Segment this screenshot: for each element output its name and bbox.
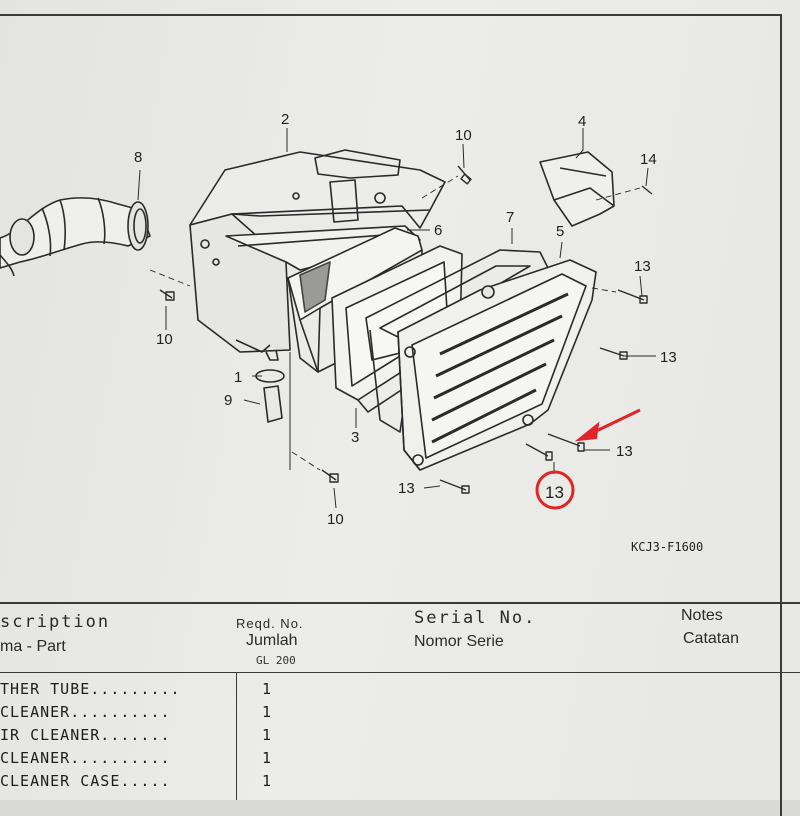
callout-number: 7 bbox=[506, 209, 515, 226]
air-cleaner-cover-part bbox=[397, 259, 597, 471]
air-cleaner-case-part bbox=[189, 149, 446, 361]
table-row-description: CLEANER.......... bbox=[0, 703, 171, 721]
header-model: GL 200 bbox=[256, 654, 296, 667]
callout-number: 9 bbox=[224, 392, 233, 409]
callout-number: 14 bbox=[640, 151, 657, 168]
table-column-divider bbox=[236, 672, 237, 800]
leader-lines bbox=[137, 128, 656, 509]
table-row-qty: 1 bbox=[262, 726, 272, 744]
header-reqd-sub: Jumlah bbox=[246, 632, 298, 649]
header-description-sub: ma - Part bbox=[0, 638, 66, 655]
table-row-qty: 1 bbox=[262, 680, 272, 698]
callout-number: 13 bbox=[660, 349, 677, 366]
table-row-description: THER TUBE......... bbox=[0, 680, 181, 698]
callout-number: 5 bbox=[556, 223, 565, 240]
header-reqd: Reqd. No. bbox=[236, 616, 304, 631]
highlighted-callout-number: 13 bbox=[545, 483, 564, 502]
bracket-part bbox=[539, 151, 615, 227]
alignment-lines bbox=[149, 175, 641, 471]
callout-number: 13 bbox=[634, 258, 651, 275]
table-row-qty: 1 bbox=[262, 703, 272, 721]
header-notes-sub: Catatan bbox=[683, 630, 740, 647]
callout-number: 13 bbox=[398, 480, 415, 497]
table-row-qty: 1 bbox=[262, 749, 272, 767]
highlight-circle bbox=[535, 470, 575, 510]
highlight-arrow-shaft bbox=[589, 408, 641, 436]
table-row-qty: 1 bbox=[262, 772, 272, 790]
callout-number: 6 bbox=[434, 222, 443, 239]
callout-number: 10 bbox=[156, 331, 173, 348]
header-serial-sub: Nomor Serie bbox=[414, 633, 504, 650]
breather-tube-part bbox=[0, 197, 151, 277]
callout-number: 4 bbox=[578, 113, 587, 130]
table-header-rule bbox=[0, 672, 800, 673]
callout-number: 1 bbox=[234, 369, 243, 386]
header-serial: Serial No. bbox=[414, 608, 537, 628]
callout-number: 13 bbox=[616, 443, 633, 460]
table-row-description: CLEANER.......... bbox=[0, 749, 171, 767]
table-row-description: CLEANER CASE..... bbox=[0, 772, 171, 790]
callout-number: 3 bbox=[351, 429, 360, 446]
table-row-description: IR CLEANER....... bbox=[0, 726, 171, 744]
highlight-annotation bbox=[535, 408, 641, 510]
figure-code: KCJ3-F1600 bbox=[631, 540, 704, 554]
diagram-frame bbox=[0, 14, 782, 816]
callout-number: 8 bbox=[134, 149, 143, 166]
highlight-arrow-head bbox=[574, 421, 600, 442]
callout-number: 10 bbox=[455, 127, 472, 144]
header-description: scription bbox=[0, 612, 111, 632]
table-top-rule bbox=[0, 602, 800, 604]
header-notes: Notes bbox=[681, 607, 723, 624]
drain-tube-part bbox=[263, 385, 283, 423]
callout-number: 10 bbox=[327, 511, 344, 528]
callout-number: 2 bbox=[281, 111, 290, 128]
bolt-parts bbox=[159, 165, 653, 494]
